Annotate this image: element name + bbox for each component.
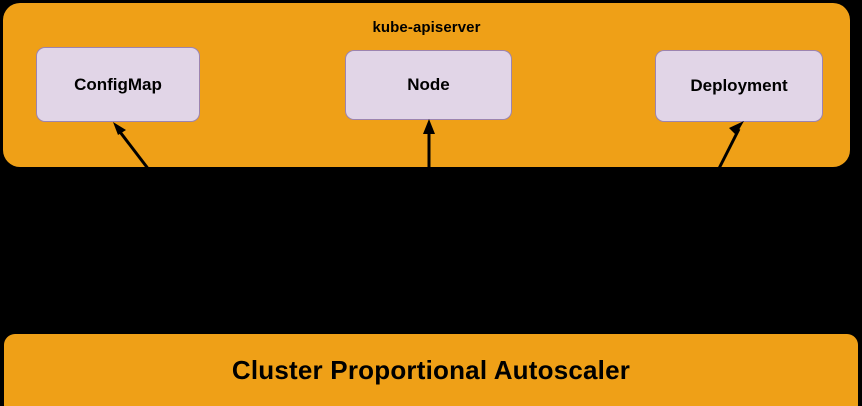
kube-apiserver-title: kube-apiserver	[372, 19, 481, 36]
resource-box-configmap[interactable]: ConfigMap	[36, 47, 200, 122]
resource-box-node[interactable]: Node	[345, 50, 512, 120]
cluster-proportional-autoscaler-label: Cluster Proportional Autoscaler	[231, 354, 631, 385]
cluster-proportional-autoscaler-bar[interactable]: Cluster Proportional Autoscaler	[4, 334, 858, 406]
resource-box-deployment[interactable]: Deployment	[655, 50, 823, 122]
